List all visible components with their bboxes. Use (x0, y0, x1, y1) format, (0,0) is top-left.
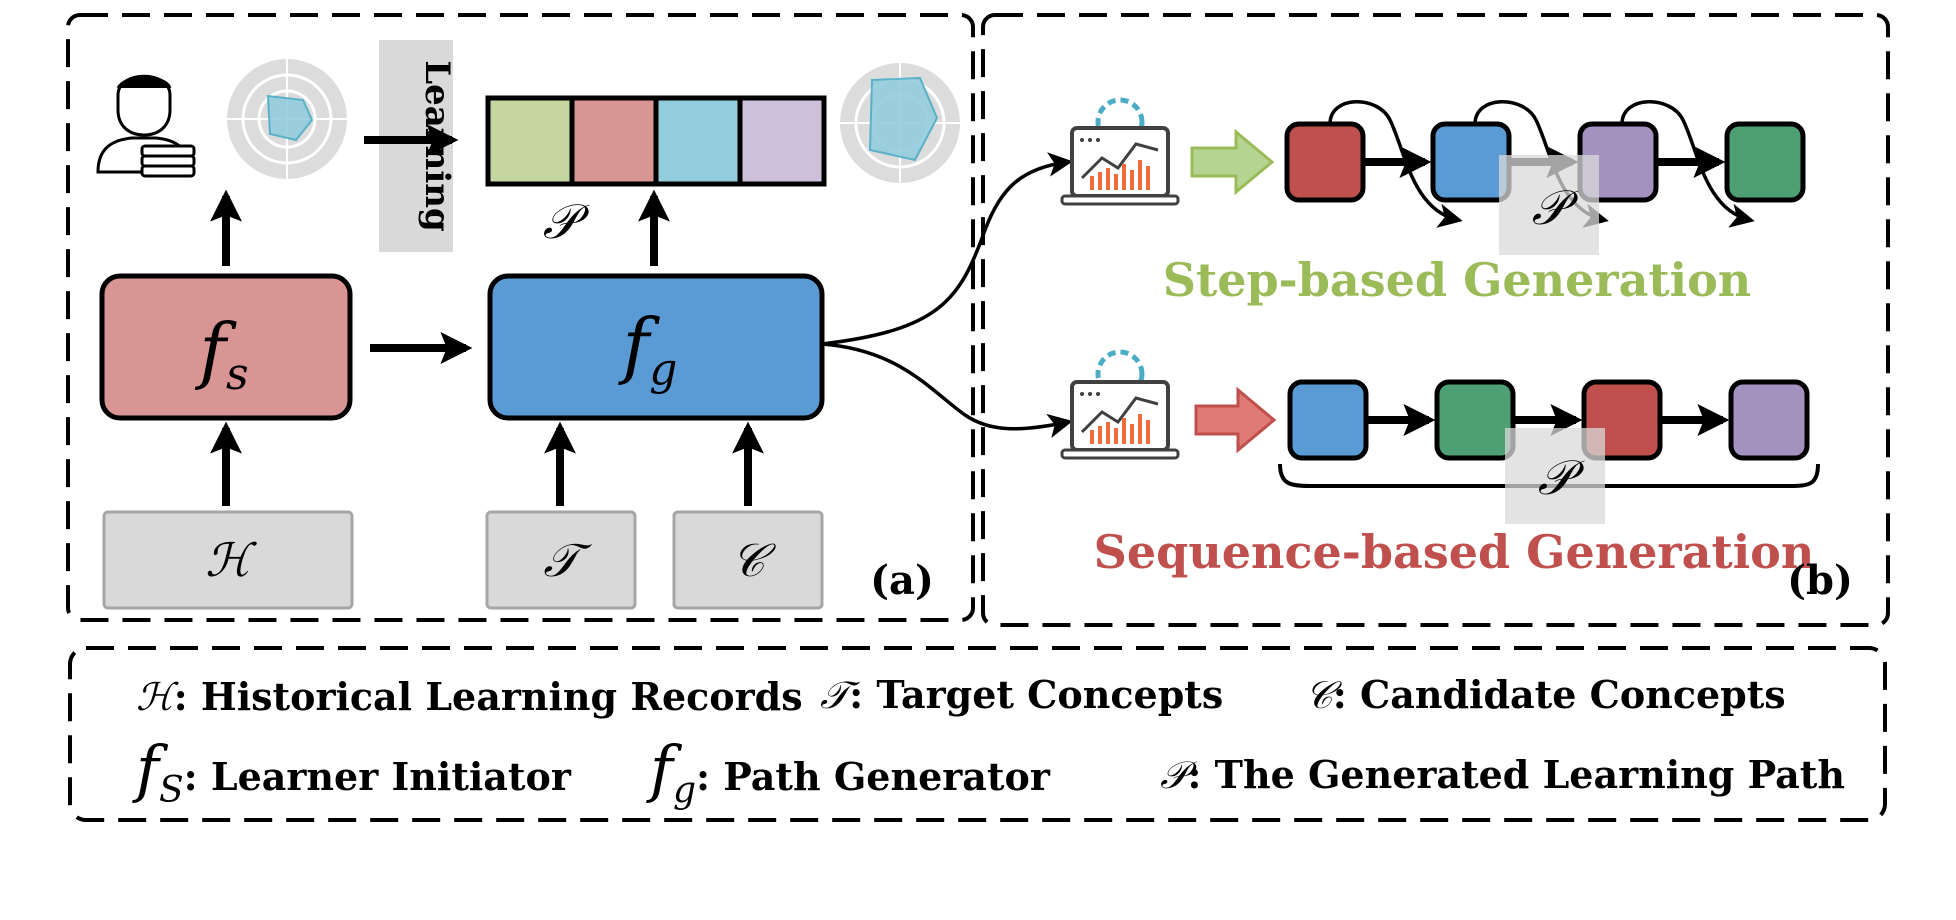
path-box-1 (485, 95, 575, 187)
seq-node-2 (1434, 379, 1516, 461)
learner-icon (96, 74, 196, 178)
panel-b-label: (b) (1787, 557, 1853, 604)
seq-path-symbol-bg (1505, 428, 1605, 524)
legend-fg: fg: Path Generator (646, 732, 1051, 811)
fg-symbol: fg (618, 303, 678, 395)
radar-chart-after (840, 63, 960, 183)
laptop-analytics-icon-step (1060, 97, 1180, 206)
fg-to-step-connector (821, 152, 1073, 346)
path-symbol-a: 𝒫 (543, 194, 590, 250)
seq-block-arrow (1194, 386, 1277, 454)
history-symbol: ℋ (205, 533, 257, 587)
legend-candidate: 𝒞: Candidate Concepts (1305, 672, 1786, 717)
learning-label: Learning (417, 60, 457, 232)
legend-frame (68, 646, 1887, 822)
learner-initiator-box (99, 273, 353, 421)
legend-history: ℋ: Historical Learning Records (136, 674, 803, 719)
step-node-1 (1284, 121, 1366, 203)
history-input-box (102, 510, 354, 610)
step-node-2 (1430, 121, 1512, 203)
step-block-arrow (1190, 128, 1275, 196)
step-path-symbol-bg (1499, 155, 1599, 255)
candidate-input-box (672, 510, 824, 610)
legend-target: 𝒯: Target Concepts (820, 672, 1223, 717)
panel-b-frame (981, 13, 1890, 627)
path-box-2 (569, 95, 659, 187)
legend: ℋ: Historical Learning Records 𝒯: Target… (132, 672, 1845, 811)
seq-node-1 (1287, 379, 1369, 461)
seq-path (1278, 379, 1820, 488)
seq-title: Sequence-based Generation (1094, 525, 1815, 579)
legend-fs: fS: Learner Initiator (132, 732, 572, 811)
panel-a-frame (66, 13, 975, 622)
step-node-4 (1724, 121, 1806, 203)
path-box-3 (653, 95, 743, 187)
seq-node-4 (1728, 379, 1810, 461)
path-generator-box (487, 273, 825, 421)
step-title: Step-based Generation (1163, 253, 1751, 307)
path-box-4 (737, 95, 827, 187)
panel-a-label: (a) (870, 557, 934, 604)
laptop-analytics-icon-seq (1060, 349, 1180, 460)
target-input-box (485, 510, 637, 610)
legend-path: 𝒫: The Generated Learning Path (1160, 752, 1845, 797)
generated-path-bar (485, 95, 827, 187)
radar-chart-before (227, 59, 347, 179)
fg-to-seq-connector (821, 342, 1073, 438)
